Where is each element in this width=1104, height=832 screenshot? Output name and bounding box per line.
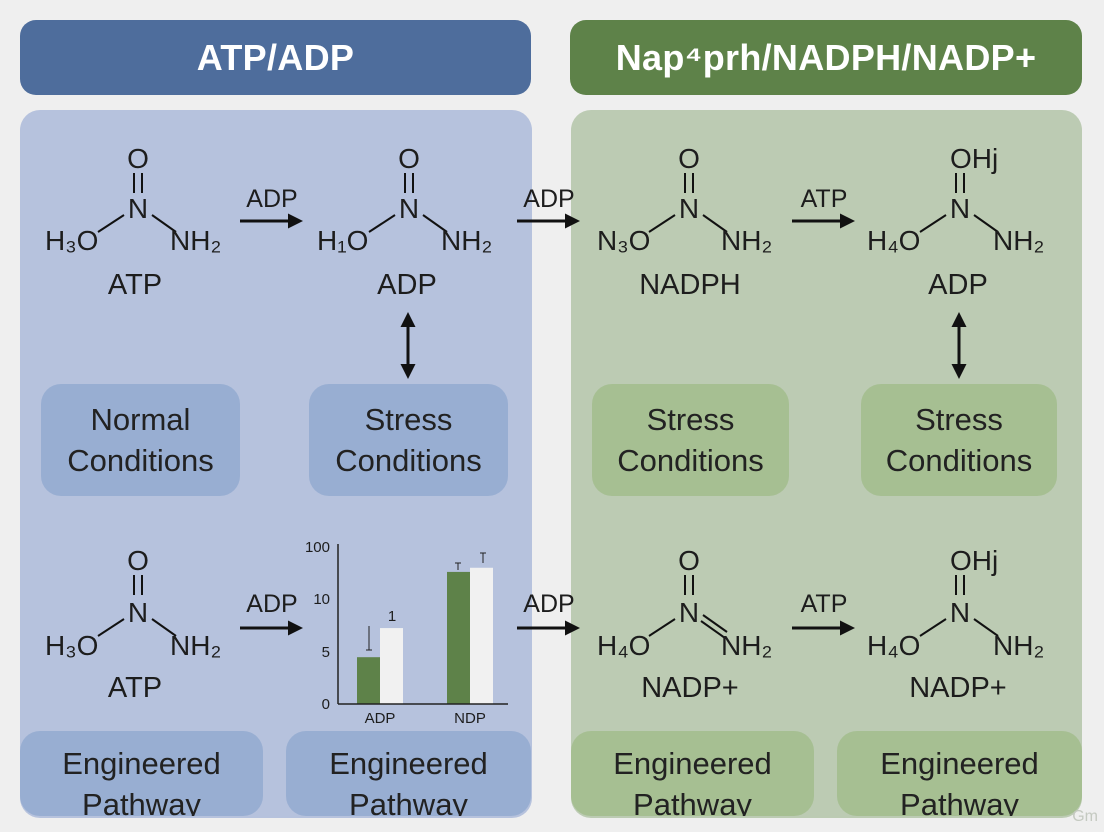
reaction-label: ATP	[801, 590, 848, 618]
x-tick-label: ADP	[365, 710, 396, 727]
x-tick-label: NDP	[454, 710, 486, 727]
nitrogen-atom: N	[950, 193, 970, 224]
oxygen-atom: O	[678, 143, 700, 174]
molecule-adp-top-right: OHj N H₄O NH₂ ADP	[867, 143, 1044, 301]
nitrogen-atom: N	[679, 193, 699, 224]
reaction-label: ADP	[523, 590, 574, 618]
y-tick-label: 5	[322, 644, 330, 661]
left-group: H₃O	[45, 225, 98, 256]
nitrogen-atom: N	[679, 597, 699, 628]
box-line-1: Engineered	[62, 746, 221, 781]
inset-bar-chart: 0 5 10 100 ADP NDP 1	[305, 539, 508, 727]
error-bar	[455, 562, 461, 570]
y-tick-label: 100	[305, 539, 330, 556]
molecule-nadp-plus: O N H₄O NH₂ NADP+	[597, 545, 772, 704]
box-line-2: Pathway	[82, 787, 201, 816]
oxygen-atom: O	[127, 143, 149, 174]
box-line-1: Stress	[646, 402, 735, 437]
y-tick-label: 0	[322, 696, 330, 713]
header-nadph-text: Nap⁴prh/NADPH/NADP+	[615, 36, 1037, 78]
error-bar	[366, 626, 372, 651]
left-group: H₄O	[867, 225, 920, 256]
box-line-2: Pathway	[900, 787, 1019, 816]
right-group: NH₂	[721, 225, 772, 256]
nitrogen-atom: N	[128, 597, 148, 628]
nitrogen-atom: N	[128, 193, 148, 224]
error-bar	[480, 552, 486, 563]
right-group: NH₂	[993, 225, 1044, 256]
box-line-1: Engineered	[329, 746, 488, 781]
molecule-label: NADPH	[639, 269, 741, 301]
oxygen-atom: O	[127, 545, 149, 576]
box-line-2: Conditions	[885, 443, 1033, 478]
left-group: H₄O	[867, 630, 920, 661]
molecule-label: ADP	[377, 269, 437, 301]
oxygen-atom: O	[398, 143, 420, 174]
box-line-2: Pathway	[349, 787, 468, 816]
bar-ndp-series-2	[470, 567, 493, 704]
left-group: H₁O	[317, 225, 368, 256]
right-group: NH₂	[721, 630, 772, 661]
box-line-1: Engineered	[613, 746, 772, 781]
header-atp-adp-text: ATP/ADP	[196, 36, 355, 78]
nitrogen-atom: N	[399, 193, 419, 224]
box-line-2: Conditions	[335, 443, 482, 478]
molecule-nadp-plus-right: OHj N H₄O NH₂ NADP+	[867, 545, 1044, 704]
right-group: NH₂	[170, 630, 221, 661]
data-annotation: 1	[388, 608, 396, 625]
left-group: N₃O	[597, 225, 650, 256]
bar-ndp-series-1	[447, 571, 470, 704]
bar-adp-series-2	[380, 628, 403, 704]
oxygen-atom: OHj	[950, 545, 998, 576]
box-line-1: Stress	[364, 402, 453, 437]
molecule-label: NADP+	[909, 672, 1007, 704]
molecule-atp-bottom: O N H₃O NH₂ ATP	[45, 545, 221, 704]
oxygen-atom: O	[678, 545, 700, 576]
molecule-label: ATP	[108, 672, 162, 704]
box-line-2: Conditions	[67, 443, 214, 478]
watermark: Gm	[1072, 808, 1098, 825]
header-nadph: Nap⁴prh/NADPH/NADP+	[570, 20, 1082, 95]
bar-adp-series-1	[357, 657, 380, 704]
right-group: NH₂	[170, 225, 221, 256]
oxygen-atom: OHj	[950, 143, 998, 174]
box-line-1: Stress	[915, 402, 1003, 437]
reaction-label: ADP	[523, 185, 574, 213]
molecule-adp-top: O N H₁O NH₂ ADP	[317, 143, 492, 301]
reaction-label: ADP	[246, 185, 297, 213]
reaction-label: ADP	[246, 590, 297, 618]
box-line-1: Normal	[90, 402, 191, 437]
molecule-nadph: O N N₃O NH₂ NADPH	[597, 143, 772, 301]
molecule-atp-top: O N H₃O NH₂ ATP	[45, 143, 221, 301]
y-tick-label: 10	[313, 591, 330, 608]
nitrogen-atom: N	[950, 597, 970, 628]
molecule-label: ADP	[928, 269, 988, 301]
right-group: NH₂	[441, 225, 492, 256]
molecule-label: ATP	[108, 269, 162, 301]
left-group: H₄O	[597, 630, 650, 661]
box-line-2: Conditions	[617, 443, 764, 478]
reaction-label: ATP	[801, 185, 848, 213]
box-line-1: Engineered	[880, 746, 1039, 781]
box-line-2: Pathway	[633, 787, 752, 816]
molecule-label: NADP+	[641, 672, 739, 704]
header-atp-adp: ATP/ADP	[20, 20, 531, 95]
right-group: NH₂	[993, 630, 1044, 661]
left-group: H₃O	[45, 630, 98, 661]
